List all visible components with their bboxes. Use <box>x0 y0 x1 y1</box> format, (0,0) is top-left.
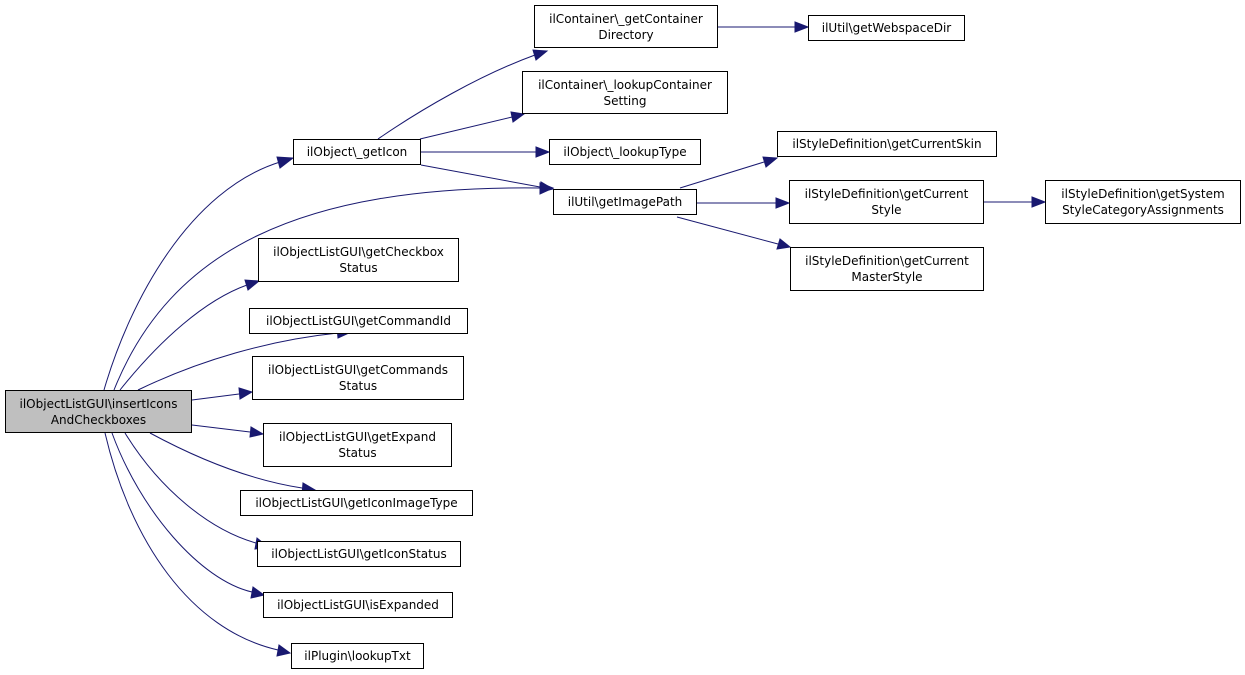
node-object-get-icon[interactable]: ilObject\_getIcon <box>293 139 421 165</box>
node-util-get-image-path[interactable]: ilUtil\getImagePath <box>553 189 697 215</box>
edge-get-icon-to-container-lookup <box>419 116 513 140</box>
arrowhead-is-expanded <box>250 586 266 599</box>
edge-root-to-expand-status <box>191 424 251 433</box>
node-util-get-webspace-dir[interactable]: ilUtil\getWebspaceDir <box>808 15 965 41</box>
node-style-get-current-master-style[interactable]: ilStyleDefinition\getCurrent MasterStyle <box>790 247 984 291</box>
edge-root-to-get-icon <box>103 161 281 391</box>
edge-root-to-lookup-txt <box>104 432 279 651</box>
arrowhead-container-dir <box>532 49 549 61</box>
node-list-get-icon-image-type[interactable]: ilObjectListGUI\getIconImageType <box>240 490 473 516</box>
arrowhead-checkbox-status <box>244 279 261 291</box>
edge-root-to-icon-image-type <box>149 432 303 489</box>
edge-get-icon-to-container-dir <box>377 54 536 140</box>
arrowhead-system-category <box>1031 196 1047 208</box>
node-style-get-current-style[interactable]: ilStyleDefinition\getCurrent Style <box>789 180 984 224</box>
edge-root-to-checkbox-status <box>119 284 248 391</box>
arrowhead-master-style <box>776 238 792 250</box>
node-container-lookup-container-setting[interactable]: ilContainer\_lookupContainer Setting <box>522 71 728 114</box>
edge-root-to-commands-status <box>191 393 240 401</box>
node-style-get-current-skin[interactable]: ilStyleDefinition\getCurrentSkin <box>777 131 997 157</box>
node-list-get-command-id[interactable]: ilObjectListGUI\getCommandId <box>249 308 468 334</box>
node-object-lookup-type[interactable]: ilObject\_lookupType <box>549 139 701 165</box>
node-list-get-checkbox-status[interactable]: ilObjectListGUI\getCheckbox Status <box>258 238 459 282</box>
arrowhead-expand-status <box>249 426 265 438</box>
edge-root-to-command-id <box>137 332 339 391</box>
edge-root-to-icon-status <box>124 432 257 544</box>
arrowhead-get-icon <box>276 156 295 169</box>
arrowhead-commands-status <box>238 387 254 400</box>
node-root-insert-icons-and-checkboxes: ilObjectListGUI\insertIcons AndCheckboxe… <box>5 390 192 433</box>
node-list-get-commands-status[interactable]: ilObjectListGUI\getCommands Status <box>252 356 464 400</box>
arrowhead-webspace <box>794 21 810 33</box>
edge-get-icon-to-image-path <box>420 164 541 188</box>
node-plugin-lookup-txt[interactable]: ilPlugin\lookupTxt <box>291 643 424 669</box>
arrowhead-current-skin <box>762 156 779 168</box>
arrowhead-current-style <box>775 197 791 209</box>
node-list-is-expanded[interactable]: ilObjectListGUI\isExpanded <box>263 592 453 618</box>
arrowhead-container-lookup <box>510 111 526 123</box>
node-container-get-container-directory[interactable]: ilContainer\_getContainer Directory <box>534 5 718 48</box>
edge-root-to-image-path <box>113 187 541 391</box>
node-style-get-system-style-category-assignments[interactable]: ilStyleDefinition\getSystem StyleCategor… <box>1045 180 1241 224</box>
arrowhead-image-path-from-icon <box>539 181 555 193</box>
node-list-get-icon-status[interactable]: ilObjectListGUI\getIconStatus <box>257 541 461 567</box>
arrowhead-lookup-type <box>535 146 551 158</box>
edge-image-path-to-current-skin <box>679 161 765 189</box>
edge-root-to-is-expanded <box>111 432 253 593</box>
arrowhead-lookup-txt <box>276 644 292 657</box>
edge-image-path-to-master-style <box>676 216 779 245</box>
node-list-get-expand-status[interactable]: ilObjectListGUI\getExpand Status <box>263 423 452 467</box>
